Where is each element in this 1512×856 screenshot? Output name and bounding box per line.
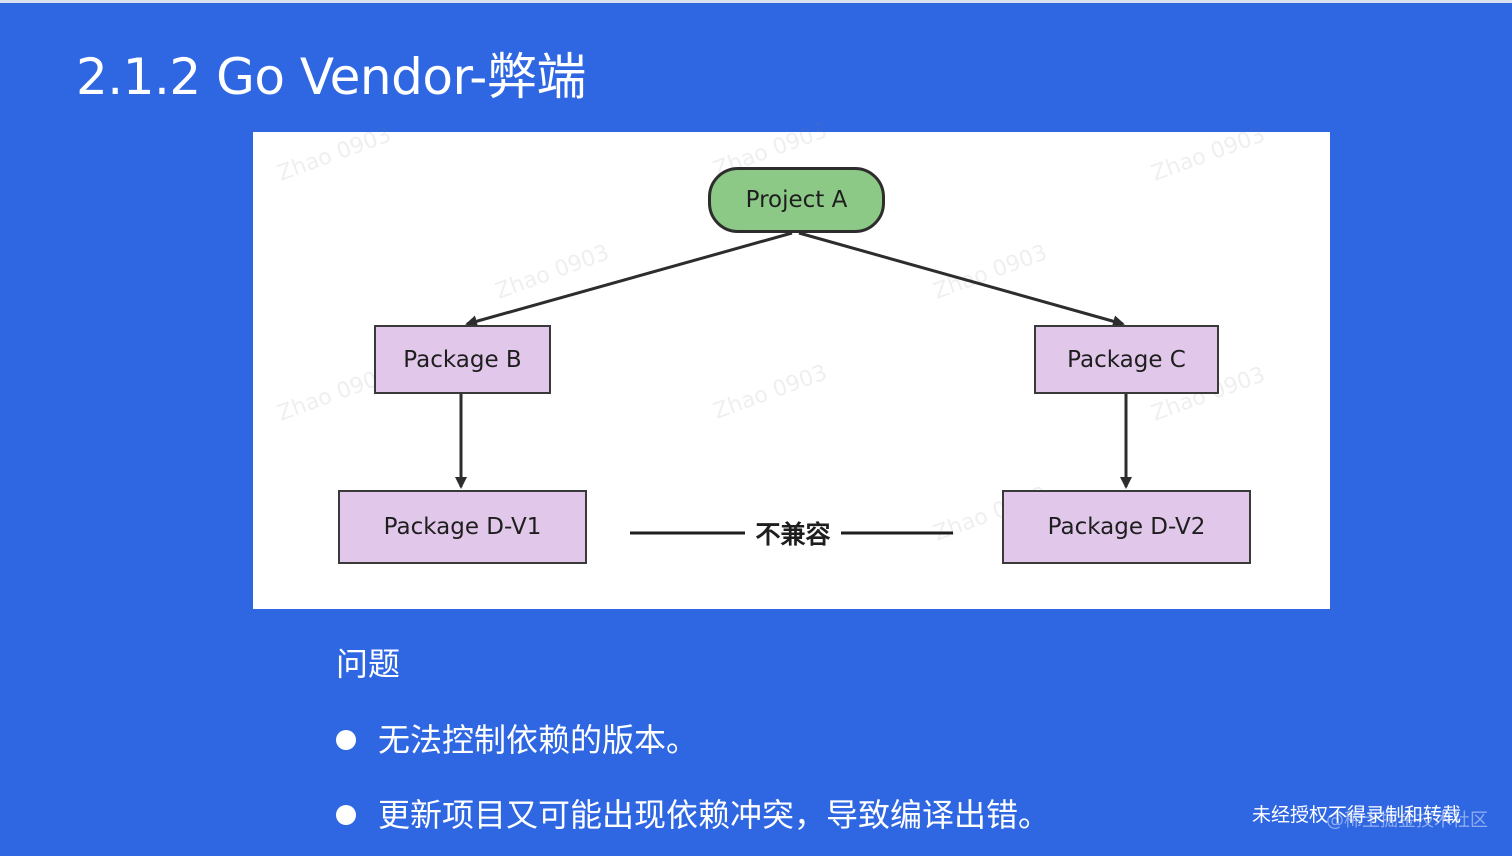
- footer-note: 未经授权不得录制和转载: [1252, 804, 1462, 826]
- node-project-a: Project A: [708, 167, 885, 233]
- footer-credit: @稀土掘金技术社区: [1326, 810, 1488, 831]
- node-package-b: Package B: [374, 325, 551, 394]
- top-strip: [0, 0, 1512, 3]
- node-package-d-v1: Package D-V1: [338, 490, 587, 564]
- problem-text: 无法控制依赖的版本。: [378, 721, 699, 759]
- bullet-icon: [336, 730, 356, 750]
- node-package-d-v2-label: Package D-V2: [1047, 514, 1206, 540]
- slide-title: 2.1.2 Go Vendor-弊端: [76, 48, 586, 106]
- node-project-a-label: Project A: [745, 187, 848, 213]
- conflict-label: 不兼容: [745, 518, 841, 552]
- node-package-d-v2: Package D-V2: [1002, 490, 1251, 564]
- node-package-c: Package C: [1034, 325, 1219, 394]
- node-package-c-label: Package C: [1067, 346, 1186, 373]
- list-item: 更新项目又可能出现依赖冲突，导致编译出错。: [336, 791, 1050, 856]
- dependency-diagram: Zhao 0903 Zhao 0903 Zhao 0903 Zhao 0903 …: [253, 118, 1330, 609]
- node-package-b-label: Package B: [403, 346, 522, 373]
- edge-project-a-to-package-c: [798, 231, 1125, 328]
- problem-text: 更新项目又可能出现依赖冲突，导致编译出错。: [378, 796, 1051, 834]
- problems-list: 无法控制依赖的版本。 更新项目又可能出现依赖冲突，导致编译出错。: [336, 716, 1050, 856]
- list-item: 无法控制依赖的版本。: [336, 716, 1050, 791]
- edge-project-a-to-package-b: [465, 231, 793, 328]
- node-package-d-v1-label: Package D-V1: [383, 514, 542, 540]
- bullet-icon: [336, 805, 356, 825]
- problems-heading: 问题: [336, 645, 401, 683]
